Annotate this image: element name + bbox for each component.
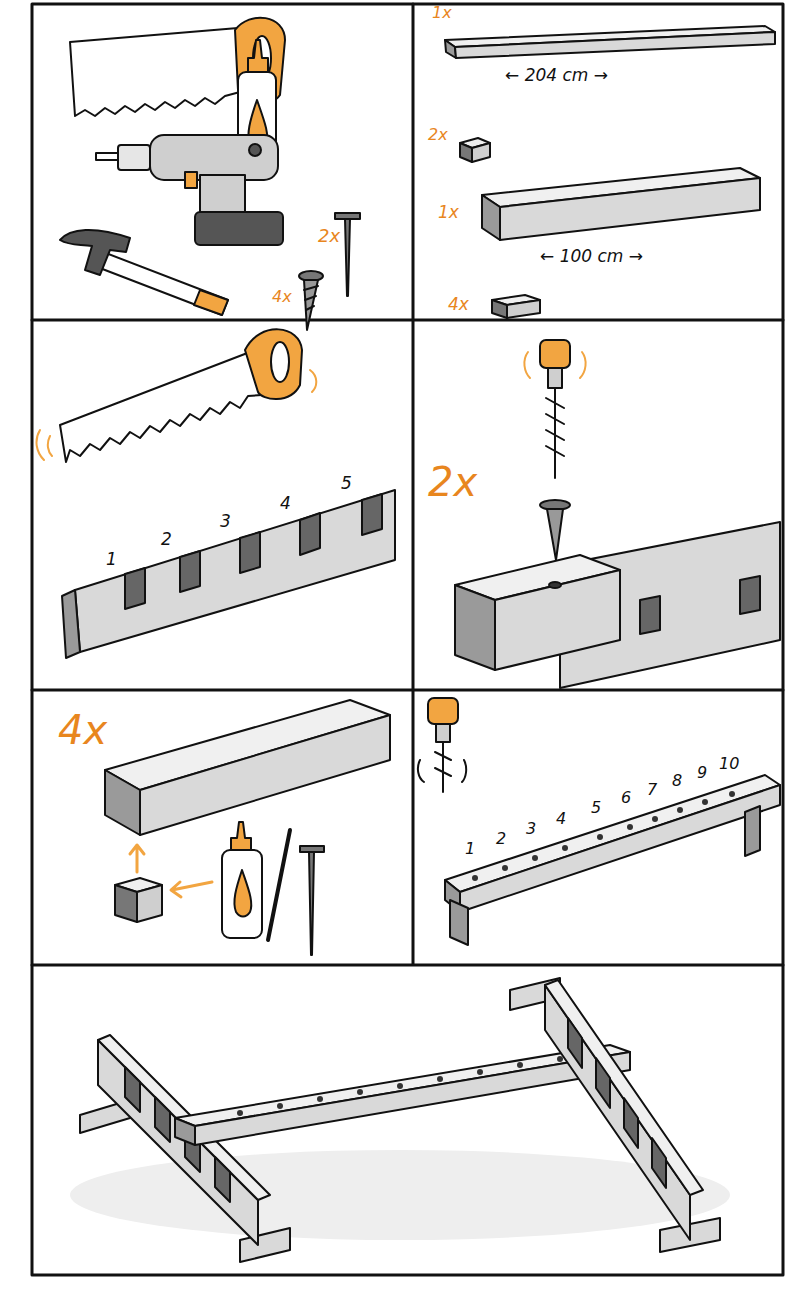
hole-number: 3 bbox=[526, 820, 536, 838]
quantity-label: 4x bbox=[58, 708, 107, 752]
quantity-label: 4x bbox=[448, 295, 469, 314]
step-number: 4 bbox=[280, 494, 291, 513]
quantity-label: 2x bbox=[318, 226, 340, 246]
step-number: 1 bbox=[106, 550, 117, 569]
hammer-icon bbox=[60, 230, 228, 315]
quantity-label: 4x bbox=[272, 288, 292, 306]
finished-rack bbox=[70, 978, 730, 1262]
hole-number: 5 bbox=[591, 799, 601, 817]
quantity-label: 2x bbox=[428, 126, 448, 144]
wood-parts bbox=[445, 26, 775, 318]
hole-number: 7 bbox=[647, 781, 657, 799]
notched-board bbox=[62, 490, 395, 658]
step-number: 2 bbox=[161, 530, 172, 549]
saw-cutting bbox=[37, 329, 317, 462]
hole-number: 4 bbox=[556, 810, 566, 828]
quantity-label: 1x bbox=[438, 203, 459, 222]
screw-assembly bbox=[455, 340, 780, 688]
hole-number: 2 bbox=[496, 830, 506, 848]
step-number: 3 bbox=[220, 512, 231, 531]
quantity-label: 2x bbox=[428, 460, 477, 504]
hole-number: 9 bbox=[697, 764, 707, 782]
hole-number: 10 bbox=[719, 755, 739, 773]
screw-icon bbox=[299, 271, 323, 330]
hole-number: 8 bbox=[672, 772, 682, 790]
hole-number: 6 bbox=[621, 789, 631, 807]
step-number: 5 bbox=[341, 474, 352, 493]
quantity-label: 1x bbox=[432, 4, 452, 22]
dimension-label: ← 204 cm → bbox=[505, 66, 608, 85]
hole-number: 1 bbox=[465, 840, 475, 858]
dimension-label: ← 100 cm → bbox=[540, 247, 643, 266]
foot-assembly bbox=[105, 700, 390, 955]
drill-icon bbox=[96, 135, 283, 245]
panel-frame bbox=[32, 4, 783, 1275]
drill-holes bbox=[418, 698, 780, 945]
